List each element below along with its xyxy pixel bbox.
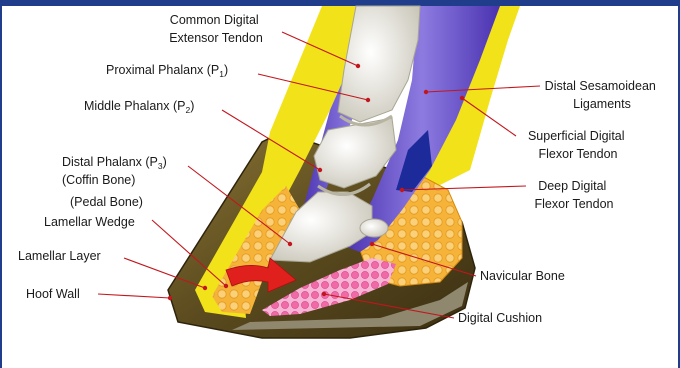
label-hoof-wall: Hoof Wall (26, 287, 80, 301)
label-common-digital-extensor-tendon: Common Digital Extensor Tendon (169, 13, 263, 45)
label-lamellar-wedge: Lamellar Wedge (44, 215, 135, 229)
label-lamellar-layer: Lamellar Layer (18, 249, 101, 263)
label-proximal-phalanx: Proximal Phalanx (P1) (106, 63, 228, 79)
navicular-bone-shape (360, 219, 388, 237)
label-superficial-digital-flexor-tendon: Superficial Digital Flexor Tendon (528, 129, 628, 161)
label-middle-phalanx: Middle Phalanx (P2) (84, 99, 194, 115)
label-distal-sesamoidean-ligaments: Distal Sesamoidean Ligaments (545, 79, 660, 111)
label-navicular-bone: Navicular Bone (480, 269, 565, 283)
label-distal-phalanx: Distal Phalanx (P3) (Coffin Bone) (Pedal… (62, 155, 170, 209)
label-digital-cushion: Digital Cushion (458, 311, 542, 325)
label-deep-digital-flexor-tendon: Deep Digital Flexor Tendon (535, 179, 614, 211)
